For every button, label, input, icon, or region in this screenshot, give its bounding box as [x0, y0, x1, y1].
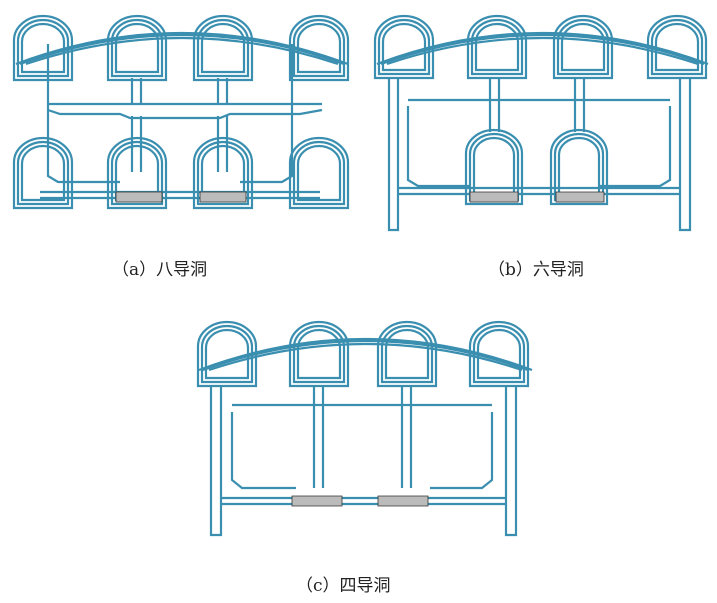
- column: [130, 78, 143, 104]
- drift-lining: [552, 14, 614, 80]
- drift-lining: [464, 128, 524, 206]
- drift-lining: [557, 136, 601, 198]
- drift-lining: [549, 128, 609, 206]
- concrete-bottom: [555, 191, 605, 203]
- drift-lining: [288, 14, 350, 82]
- drift-lining: [468, 132, 520, 202]
- column: [216, 116, 229, 172]
- drift-lining: [204, 328, 250, 380]
- drift-lining: [472, 324, 526, 384]
- eight-drift-diagram: [12, 14, 350, 210]
- drift-lining: [200, 144, 246, 202]
- drift-lining: [553, 132, 605, 202]
- column: [573, 78, 586, 132]
- drift-lining: [200, 324, 254, 384]
- drift-lining: [296, 144, 342, 202]
- drift-lining: [292, 324, 346, 384]
- drift-lining: [646, 14, 708, 80]
- drift-lining: [110, 140, 164, 206]
- column: [216, 78, 229, 104]
- drift-lining: [106, 14, 168, 82]
- six-drift-diagram: [373, 14, 709, 232]
- drift-lining: [192, 14, 254, 82]
- outer-arch: [202, 339, 529, 372]
- drift-lining: [556, 18, 610, 76]
- middle-frame: [230, 403, 494, 490]
- bottom-beam: [40, 190, 320, 200]
- drift-lining: [292, 140, 346, 206]
- drift-lining: [16, 140, 70, 206]
- drift-lining: [114, 144, 160, 202]
- outer-arch: [380, 33, 705, 66]
- side-wall: [46, 44, 294, 184]
- drift-lining: [470, 18, 524, 76]
- column: [400, 386, 413, 488]
- concrete-bottom: [377, 495, 429, 507]
- drift-lining: [288, 320, 350, 388]
- drift-lining: [192, 136, 254, 210]
- drift-lining: [106, 136, 168, 210]
- column: [312, 386, 325, 488]
- drift-lining: [560, 22, 606, 72]
- drift-lining: [292, 18, 346, 78]
- drift-lining: [381, 22, 427, 72]
- drift-lining: [376, 320, 438, 388]
- bottom-beam: [398, 186, 680, 196]
- caption-c: （c）四导洞: [296, 576, 391, 596]
- drift-lining: [472, 136, 516, 198]
- drift-lining: [12, 136, 74, 210]
- drift-lining: [110, 18, 164, 78]
- drift-lining: [654, 22, 700, 72]
- outer-arch: [386, 36, 699, 66]
- middle-frame: [406, 98, 672, 188]
- four-drift-diagram: [196, 320, 533, 537]
- outer-arch: [15, 31, 349, 66]
- outer-arch: [376, 31, 709, 66]
- concrete-bottom: [469, 191, 519, 203]
- drift-lining: [466, 14, 528, 80]
- drift-lining: [16, 18, 70, 78]
- column: [130, 116, 143, 172]
- side-wall: [209, 386, 518, 537]
- concrete-bottom: [291, 495, 343, 507]
- middle-beam: [47, 102, 323, 120]
- drift-lining: [377, 18, 431, 76]
- bottom-beam: [221, 496, 506, 506]
- drift-lining: [12, 14, 74, 82]
- drift-lining: [196, 320, 258, 388]
- outer-arch: [19, 33, 345, 66]
- drift-lining: [296, 328, 342, 380]
- drift-lining: [114, 22, 160, 74]
- drift-lining: [196, 140, 250, 206]
- caption-b: （b）六导洞: [488, 260, 584, 280]
- outer-arch: [208, 342, 523, 372]
- side-wall: [387, 78, 692, 232]
- drift-lining: [373, 14, 435, 80]
- caption-a: （a）八导洞: [112, 260, 208, 280]
- drift-lining: [20, 144, 66, 202]
- drift-lining: [200, 22, 246, 74]
- drift-lining: [650, 18, 704, 76]
- drift-lining: [380, 324, 434, 384]
- outer-arch: [198, 337, 533, 372]
- drift-lining: [384, 328, 430, 380]
- drift-lining: [296, 22, 342, 74]
- column: [488, 78, 501, 132]
- drift-lining: [20, 22, 66, 74]
- concrete-bottom: [199, 191, 247, 203]
- drift-lining: [468, 320, 530, 388]
- drift-lining: [476, 328, 522, 380]
- concrete-bottom: [115, 191, 163, 203]
- drift-lining: [474, 22, 520, 72]
- drift-lining: [196, 18, 250, 78]
